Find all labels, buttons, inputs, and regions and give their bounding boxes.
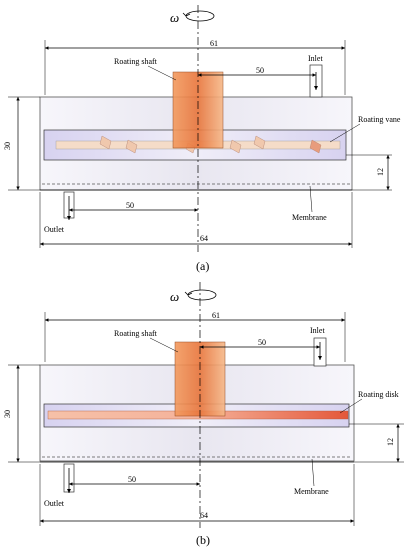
label-inlet: Inlet — [310, 326, 325, 335]
omega-symbol: ω — [170, 289, 179, 304]
caption-b: (b) — [196, 533, 210, 547]
leader-membrane — [311, 458, 315, 487]
label-rotor: Roating disk — [358, 390, 399, 399]
dim-shaft-value: 50 — [258, 338, 266, 347]
dim-gap-value: 12 — [386, 438, 395, 446]
dim-gap-value: 12 — [376, 168, 385, 176]
dim-bottom-value: 64 — [200, 234, 208, 243]
omega-symbol: ω — [170, 10, 179, 25]
figure-a: ω 61 Inlet 50 Roatin — [3, 5, 401, 273]
dim-bottom-value: 64 — [200, 511, 208, 520]
label-outlet: Outlet — [44, 225, 65, 234]
leader-membrane — [309, 185, 313, 213]
label-membrane: Membrane — [292, 213, 327, 222]
leader-rotor — [339, 398, 363, 414]
rotation-arrow-icon — [182, 10, 215, 22]
label-shaft: Roating shaft — [114, 57, 158, 66]
label-rotor: Roating vane — [358, 115, 401, 124]
dim-height-value: 30 — [3, 142, 12, 150]
dim-outlet-value: 50 — [126, 201, 134, 210]
dim-height-value: 30 — [3, 410, 12, 418]
dim-top-value: 61 — [212, 311, 220, 320]
label-shaft: Roating shaft — [114, 329, 158, 338]
rotation-arrow-icon — [184, 289, 217, 301]
leader-shaft — [149, 337, 179, 353]
label-membrane: Membrane — [294, 487, 329, 496]
leader-shaft — [147, 65, 177, 81]
dim-top-value: 61 — [210, 39, 218, 48]
label-outlet: Outlet — [44, 499, 65, 508]
dim-shaft-value: 50 — [256, 66, 264, 75]
label-inlet: Inlet — [308, 54, 323, 63]
figure-b: ω 61 Inlet 50 Roating shaft Roating disk — [3, 282, 404, 547]
dim-outlet-value: 50 — [128, 475, 136, 484]
leader-rotor — [329, 123, 361, 143]
caption-a: (a) — [196, 259, 209, 273]
